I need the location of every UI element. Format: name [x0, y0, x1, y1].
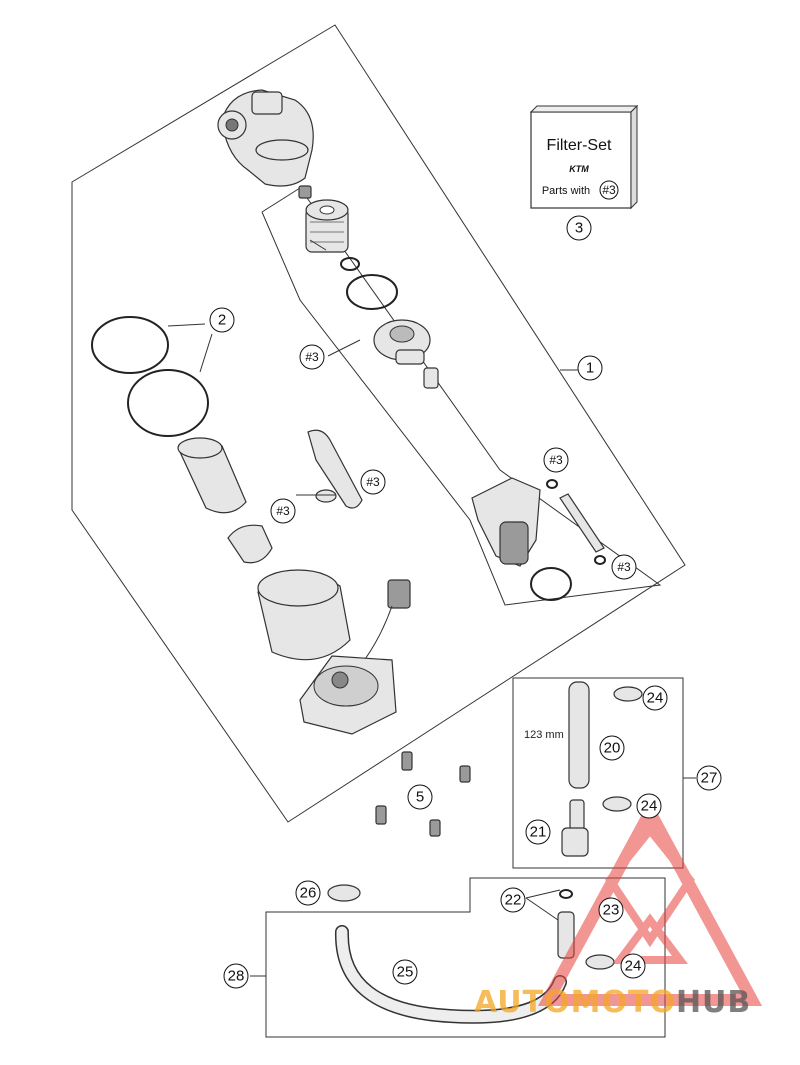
filter-set-box: Filter-Set KTM Parts with #3	[529, 104, 639, 210]
callout-21: 21	[530, 824, 547, 841]
o-ring-23	[559, 889, 573, 899]
filter-sleeve	[177, 437, 247, 514]
holder-bracket	[227, 524, 273, 564]
o-ring-medium	[346, 274, 398, 310]
pump-housing-top	[217, 89, 314, 187]
tube-long	[559, 493, 605, 553]
ref-3-a: #3	[305, 350, 319, 364]
o-ring-motor-2	[594, 555, 606, 565]
watermark-hub: HUB	[676, 985, 751, 1020]
callouts: 1 2 3 5 20 21 22 23 24 24 24 25 26 27 28	[209, 215, 722, 989]
dimension-label: 123 mm	[524, 729, 564, 741]
callout-27: 27	[701, 770, 718, 787]
callout-20: 20	[604, 740, 621, 757]
fuel-filter	[305, 199, 349, 253]
watermark-text: AUTOMOTOHUB	[474, 985, 751, 1020]
callout-2: 2	[218, 312, 226, 329]
main-assembly-frame	[71, 24, 686, 823]
callout-25: 25	[397, 964, 414, 981]
ref-3-e: #3	[617, 560, 631, 574]
watermark-moto: MOTO	[571, 985, 676, 1020]
screws-group	[375, 751, 471, 837]
callout-1: 1	[586, 360, 594, 377]
clip-small	[315, 489, 337, 503]
callout-24-top: 24	[647, 690, 664, 707]
callout-5: 5	[416, 789, 424, 806]
ref-3-b: #3	[549, 453, 563, 467]
callout-24-bottom: 24	[625, 958, 642, 975]
curved-bracket	[307, 429, 363, 509]
callout-3: 3	[575, 220, 583, 237]
sleeve-small	[423, 367, 439, 389]
clamp-26	[327, 884, 361, 902]
watermark-logo	[537, 799, 763, 1006]
ref-3-d: #3	[276, 504, 290, 518]
connector-plug	[387, 579, 411, 609]
ref-callouts: #3 #3 #3 #3 #3	[270, 344, 637, 580]
clamp-24-top	[613, 686, 643, 702]
callout-22: 22	[505, 892, 522, 909]
pump-flange	[299, 655, 397, 735]
pressure-regulator	[373, 319, 431, 365]
callout-26: 26	[300, 885, 317, 902]
clamp-24-mid	[602, 796, 632, 812]
callout-28: 28	[228, 968, 245, 985]
spring-small	[298, 185, 312, 199]
filter-set-brand: KTM	[569, 164, 589, 174]
callout-24-mid: 24	[641, 798, 658, 815]
connector-21	[561, 799, 589, 857]
clamp-24-bottom	[585, 954, 615, 970]
o-ring-small	[340, 257, 360, 271]
o-ring-large-1	[91, 316, 169, 374]
fuel-pump-motor	[471, 477, 541, 567]
hose-group-28-frame	[265, 877, 666, 1038]
o-ring-motor-1	[546, 479, 558, 489]
filter-set-subtitle: Parts with	[542, 185, 590, 197]
watermark-auto: AUTO	[474, 985, 571, 1020]
o-ring-large-2	[127, 369, 209, 437]
filter-set-ref: #3	[602, 183, 616, 197]
hose-20	[568, 681, 590, 789]
hose-group-27-frame	[512, 677, 684, 869]
callout-23: 23	[603, 902, 620, 919]
pump-module-cup	[257, 569, 351, 661]
o-ring-bottom	[530, 567, 572, 601]
ref-3-c: #3	[366, 475, 380, 489]
filter-set-title: Filter-Set	[547, 137, 612, 154]
